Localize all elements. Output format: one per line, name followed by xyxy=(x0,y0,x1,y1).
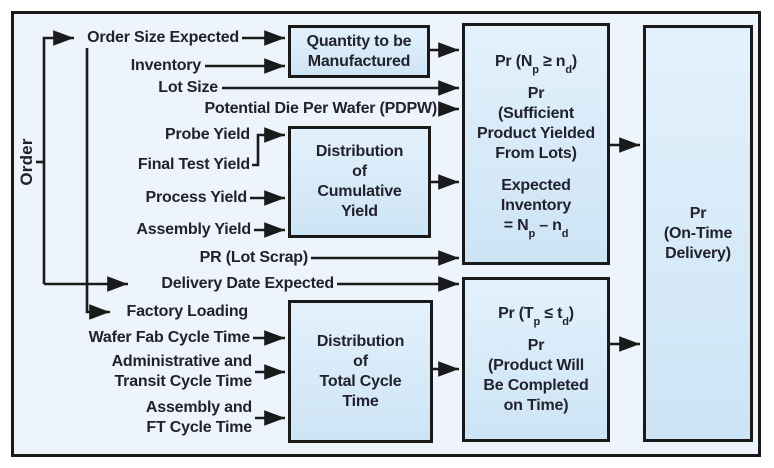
box-yield-probability: Pr (Np ≥ nd) Pr (Sufficient Product Yiel… xyxy=(462,23,610,265)
input-label-order-size-expected: Order Size Expected xyxy=(87,29,239,46)
input-label-probe-yield: Probe Yield xyxy=(165,126,250,143)
input-label-inventory: Inventory xyxy=(130,57,201,74)
input-label-potential-die-per-wafer: Potential Die Per Wafer (PDPW) xyxy=(204,100,437,117)
pr-description: (Product Will Be Completed on Time) xyxy=(483,356,589,414)
formula-text: = N xyxy=(503,217,529,234)
on-time-delivery-text: Pr (On-Time Delivery) xyxy=(663,204,733,262)
yield-probability-description: Pr (Sufficient Product Yielded From Lots… xyxy=(477,84,595,164)
box-total-cycle-text: Distribution of Total Cycle Time xyxy=(316,332,405,410)
input-label-final-test-yield: Final Test Yield xyxy=(137,156,250,173)
expected-inventory-label: Expected Inventory xyxy=(500,177,572,214)
time-probability-description: Pr (Product Will Be Completed on Time) xyxy=(483,336,588,416)
box-distribution-cumulative-yield: Distribution of Cumulative Yield xyxy=(288,126,431,238)
input-label-wafer-fab-cycle-time: Wafer Fab Cycle Time xyxy=(88,329,251,346)
formula-text: ) xyxy=(571,53,578,70)
formula-subscript: d xyxy=(561,228,569,241)
input-label-lot-size: Lot Size xyxy=(158,79,218,96)
input-label-factory-loading: Factory Loading xyxy=(126,303,249,320)
input-label-assembly-yield: Assembly Yield xyxy=(136,221,251,238)
input-label-administrative-transit-cycle-time: Administrative and Transit Cycle Time xyxy=(111,353,253,390)
box-time-probability: Pr (Tp ≤ td) Pr (Product Will Be Complet… xyxy=(462,277,610,442)
formula-subscript: d xyxy=(562,315,569,328)
formula-subscript: p xyxy=(532,64,539,77)
formula-subscript: d xyxy=(565,64,572,77)
box-distribution-total-cycle-time: Distribution of Total Cycle Time xyxy=(288,300,433,443)
formula-np-minus-nd: = Np – nd xyxy=(501,216,571,240)
formula-subscript: p xyxy=(533,315,541,328)
formula-text: – n xyxy=(534,217,562,234)
box-quantity-text: Quantity to be Manufactured xyxy=(306,32,412,70)
input-label-assembly-ft-cycle-time: Assembly and FT Cycle Time xyxy=(145,399,252,436)
pr-description: (Sufficient Product Yielded From Lots) xyxy=(477,105,595,162)
input-label-delivery-date-expected: Delivery Date Expected xyxy=(161,275,334,292)
box-quantity-to-be-manufactured: Quantity to be Manufactured xyxy=(288,25,430,78)
formula-text: Pr (T xyxy=(498,304,534,322)
formula-np-ge-nd: Pr (Np ≥ nd) xyxy=(494,52,578,76)
expected-inventory: Expected Inventory = Np – nd xyxy=(500,176,572,240)
formula-text: ≤ t xyxy=(540,304,563,322)
box-cumulative-yield-text: Distribution of Cumulative Yield xyxy=(315,143,404,220)
formula-subscript: p xyxy=(528,228,535,241)
formula-tp-le-td: Pr (Tp ≤ td) xyxy=(498,304,574,328)
input-label-pr-lot-scrap: PR (Lot Scrap) xyxy=(199,249,309,266)
formula-text: ) xyxy=(568,304,574,322)
order-side-label: Order xyxy=(17,138,36,186)
pr-label: Pr xyxy=(527,85,545,102)
box-on-time-delivery: Pr (On-Time Delivery) xyxy=(643,25,753,442)
pr-label: Pr xyxy=(527,336,545,354)
input-label-process-yield: Process Yield xyxy=(145,189,248,206)
formula-text: ≥ n xyxy=(538,53,566,70)
formula-text: Pr (N xyxy=(494,53,533,70)
